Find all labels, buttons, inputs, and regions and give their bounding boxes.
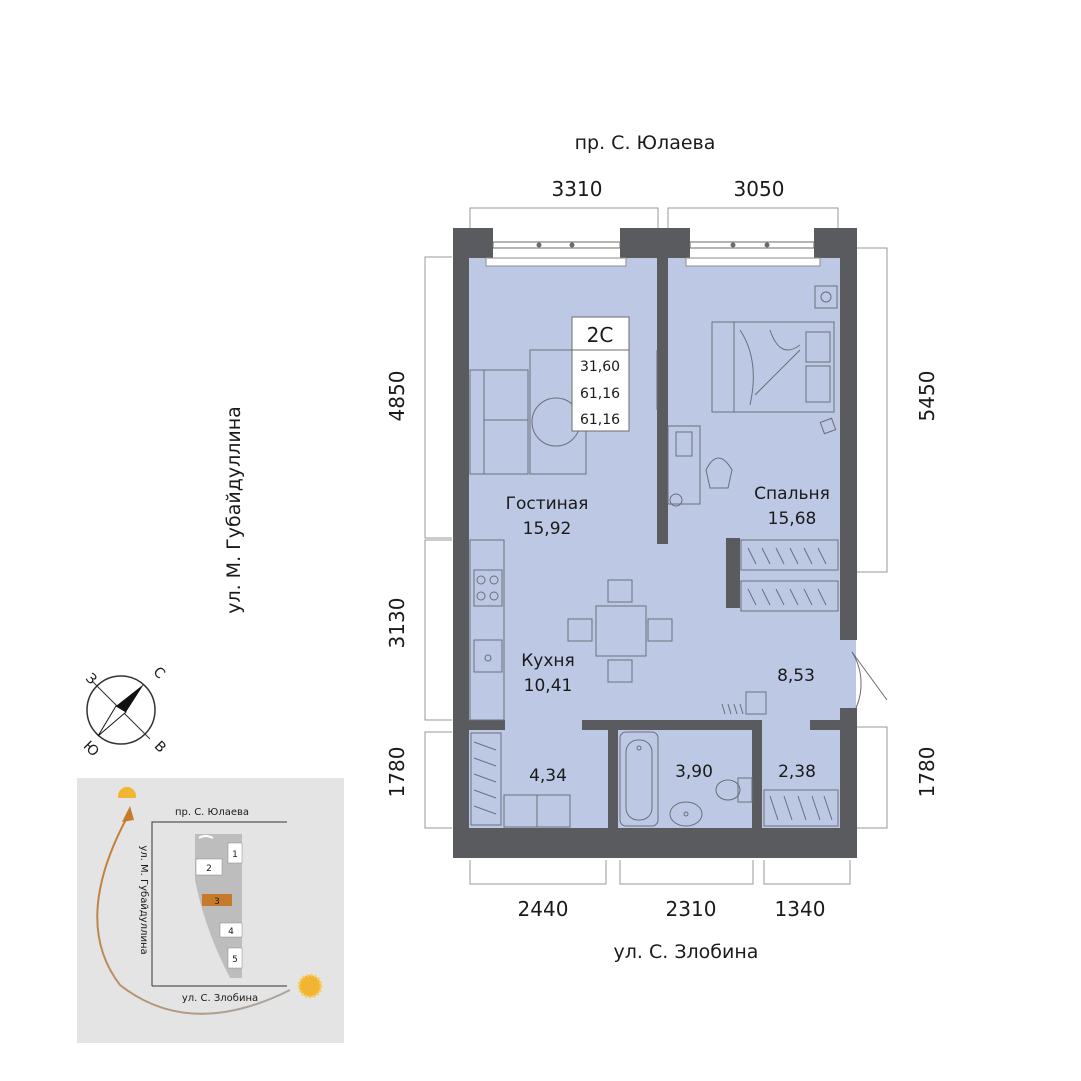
compass-south: Ю [80,738,102,760]
dim-right-1: 5450 [915,371,939,422]
site-street-left: ул. М. Губайдуллина [138,845,149,954]
site-building-5: 5 [232,955,238,965]
info-box-type: 2С [587,323,614,347]
room-labels: Гостиная 15,92 Спальня 15,68 Кухня 10,41… [506,484,830,786]
site-street-top: пр. С. Юлаева [175,807,249,818]
site-building-1: 1 [232,850,238,860]
compass-north: С [150,664,168,682]
site-plan: 1 2 3 4 5 пр. С. Юлаева ул. С. Злобина у… [77,778,344,1043]
site-building-4: 4 [228,927,234,937]
room-kitchen-area: 10,41 [524,676,573,696]
compass-east: В [151,738,169,756]
dim-left-2: 3130 [385,598,409,649]
windows [492,241,815,249]
info-box-total-area-2: 61,16 [580,412,620,428]
site-building-2: 2 [206,864,212,874]
entrance-door [851,651,888,709]
dim-bottom-1: 2440 [518,897,569,921]
street-north-label: пр. С. Юлаева [575,132,716,154]
info-box: 2С 31,60 61,16 61,16 [571,316,630,432]
street-south-label: ул. С. Злобина [614,941,759,963]
sun-sunrise-icon [110,787,146,806]
room-bedroom-name: Спальня [754,484,830,504]
room-wc-area: 2,38 [778,762,816,782]
sun-sunset-icon [297,973,323,999]
dim-top-1: 3310 [552,177,603,201]
dim-left-1: 4850 [385,371,409,422]
dimension-lines [424,207,888,885]
apartment-walls [453,228,857,858]
dimension-labels: 3310 3050 2440 2310 1340 4850 3130 1780 … [385,177,939,921]
dim-right-2: 1780 [915,747,939,798]
info-box-total-area: 61,16 [580,386,620,402]
room-living-name: Гостиная [506,494,589,514]
site-street-bottom: ул. С. Злобина [182,993,258,1004]
sun-path-arrow-icon [122,806,134,822]
room-kitchen-name: Кухня [521,651,575,671]
dim-left-3: 1780 [385,747,409,798]
room-hall-area: 8,53 [777,666,815,686]
room-bedroom-area: 15,68 [768,509,817,529]
room-living-area: 15,92 [523,519,572,539]
dim-bottom-2: 2310 [666,897,717,921]
site-building-3: 3 [214,897,220,907]
dim-top-2: 3050 [734,177,785,201]
dim-bottom-3: 1340 [775,897,826,921]
compass: С Ю В З [80,664,169,760]
furniture [469,285,839,828]
street-west-label: ул. М. Губайдуллина [223,406,245,614]
room-bath-area: 3,90 [675,762,713,782]
info-box-living-area: 31,60 [580,359,620,375]
compass-needle-icon [116,684,144,712]
sun-path-arc [96,811,291,1015]
room-storage-area: 4,34 [529,766,567,786]
